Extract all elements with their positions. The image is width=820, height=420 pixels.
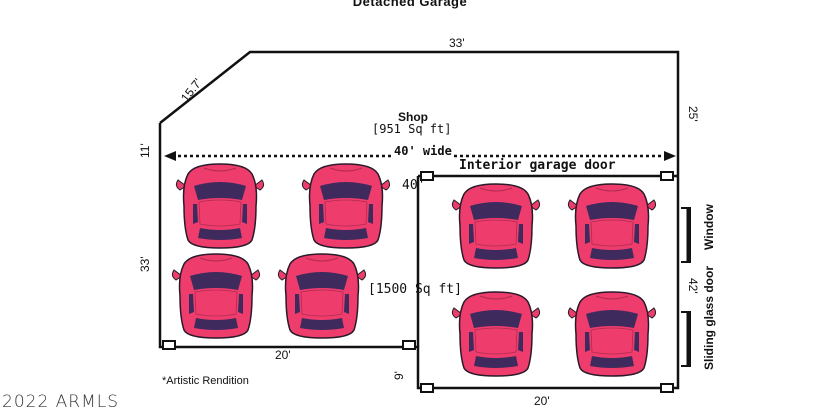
artistic-note: *Artistic Rendition — [162, 375, 249, 387]
car-icon — [451, 183, 541, 269]
diagram-title: Detached Garage — [352, 0, 468, 9]
dim-left-upper-label: 11' — [138, 143, 152, 158]
dim-small-label: 9' — [392, 371, 406, 380]
car-icon — [567, 291, 657, 377]
dim-bottom-right-label: 20' — [534, 394, 550, 408]
shop-label: Shop — [398, 110, 428, 124]
dim-top-label: 33' — [449, 36, 465, 50]
watermark-text: 2022 ARMLS — [2, 392, 120, 412]
width-label: 40' wide — [392, 144, 454, 158]
car-icon — [301, 163, 391, 249]
window-label: Window — [702, 204, 716, 250]
shop-area-label: [951 Sq ft] — [372, 122, 452, 136]
dim-right-lower-label: 42' — [686, 278, 700, 294]
dim-left-lower-label: 33' — [138, 256, 152, 272]
car-icon — [277, 253, 367, 339]
interior-door-label: Interior garage door — [459, 158, 616, 173]
dim-bottom-left-label: 20' — [275, 348, 291, 362]
dim-right-upper-label: 25' — [686, 106, 700, 122]
car-icon — [451, 291, 541, 377]
garage-area-label: [1500 Sq ft] — [368, 282, 462, 297]
sliding-door-label: Sliding glass door — [702, 265, 716, 370]
car-icon — [171, 253, 261, 339]
dim-inner-label: 40' — [402, 178, 426, 193]
car-icon — [175, 163, 265, 249]
car-icon — [567, 183, 657, 269]
